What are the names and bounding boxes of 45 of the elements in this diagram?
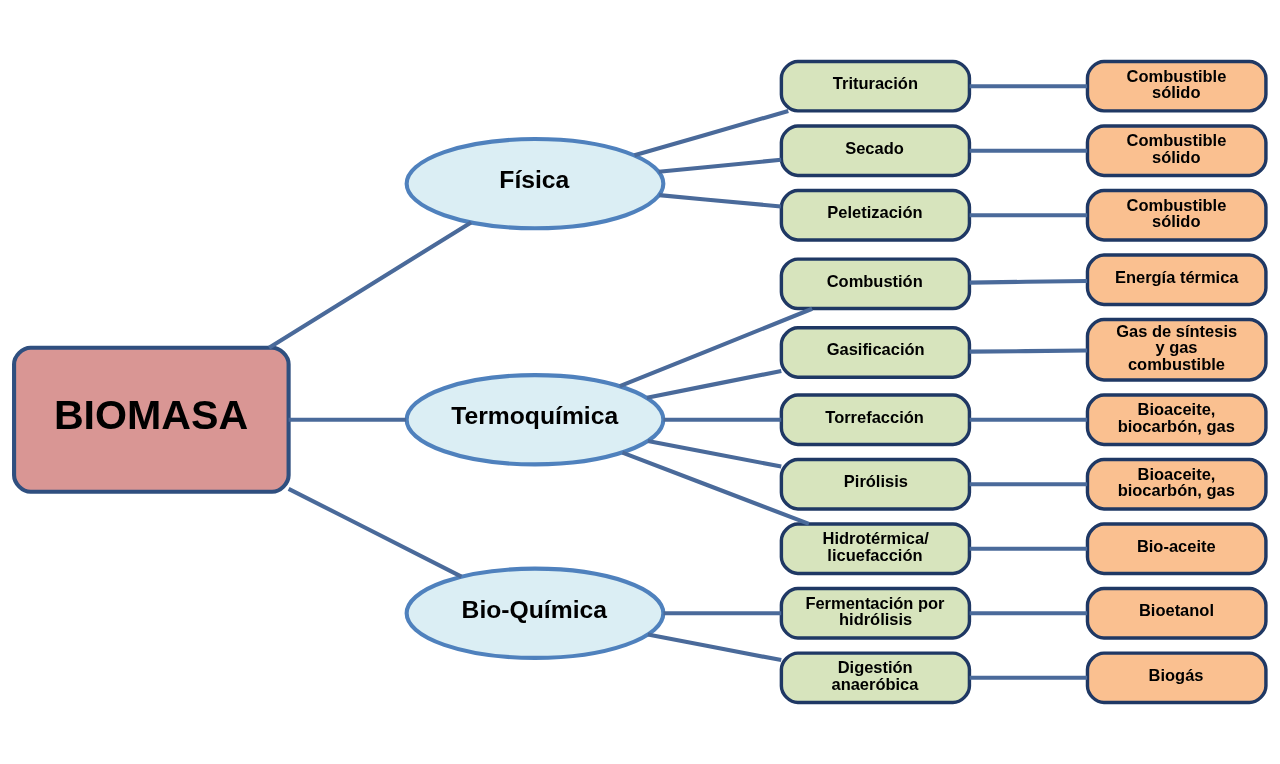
- connector: [658, 157, 782, 174]
- connector: [969, 84, 1088, 89]
- node-ellipse: Física: [404, 137, 666, 231]
- connector: [969, 417, 1088, 422]
- connector: [287, 486, 463, 579]
- connector: [663, 417, 782, 422]
- node-box: Bioaceite, biocarbón, gas: [1085, 457, 1268, 511]
- connector: [633, 108, 789, 158]
- node-box: Hidrotérmica/ licuefacción: [779, 522, 972, 576]
- connector: [647, 439, 782, 469]
- node-box: Gasificación: [779, 326, 972, 379]
- node-box: Combustible sólido: [1085, 188, 1268, 242]
- node-box: Bio-aceite: [1085, 522, 1268, 576]
- connector: [659, 193, 782, 209]
- node-box: Bioaceite, biocarbón, gas: [1085, 393, 1268, 447]
- connector: [288, 417, 407, 422]
- node-box: Pirólisis: [779, 457, 972, 511]
- connector: [969, 348, 1088, 354]
- node-box: Trituración: [779, 59, 972, 113]
- node-box: Gas de síntesis y gas combustible: [1085, 317, 1268, 382]
- node-box: Combustión: [779, 257, 972, 311]
- node-box: Digestión anaeróbica: [779, 651, 972, 705]
- connector: [663, 611, 782, 616]
- connector: [647, 632, 782, 663]
- connector: [969, 148, 1088, 153]
- connector: [969, 278, 1088, 285]
- node-box: Energía térmica: [1085, 253, 1268, 307]
- node-box: Bioetanol: [1085, 586, 1268, 640]
- node-ellipse: Termoquímica: [404, 373, 666, 467]
- connector: [969, 611, 1088, 616]
- connector: [969, 675, 1088, 680]
- connector: [969, 546, 1088, 551]
- node-box: Fermentación por hidrólisis: [779, 586, 972, 640]
- connector: [268, 220, 473, 350]
- connector: [969, 213, 1088, 218]
- node-box: Biogás: [1085, 651, 1268, 705]
- node-box: Secado: [779, 124, 972, 178]
- connector: [646, 368, 782, 400]
- node-box: Combustible sólido: [1085, 124, 1268, 178]
- node-box: BIOMASA: [12, 345, 291, 494]
- node-box: Combustible sólido: [1085, 59, 1268, 113]
- node-box: Torrefacción: [779, 393, 972, 447]
- connector: [969, 482, 1088, 487]
- node-ellipse: Bio-Química: [404, 566, 666, 660]
- node-box: Peletización: [779, 188, 972, 242]
